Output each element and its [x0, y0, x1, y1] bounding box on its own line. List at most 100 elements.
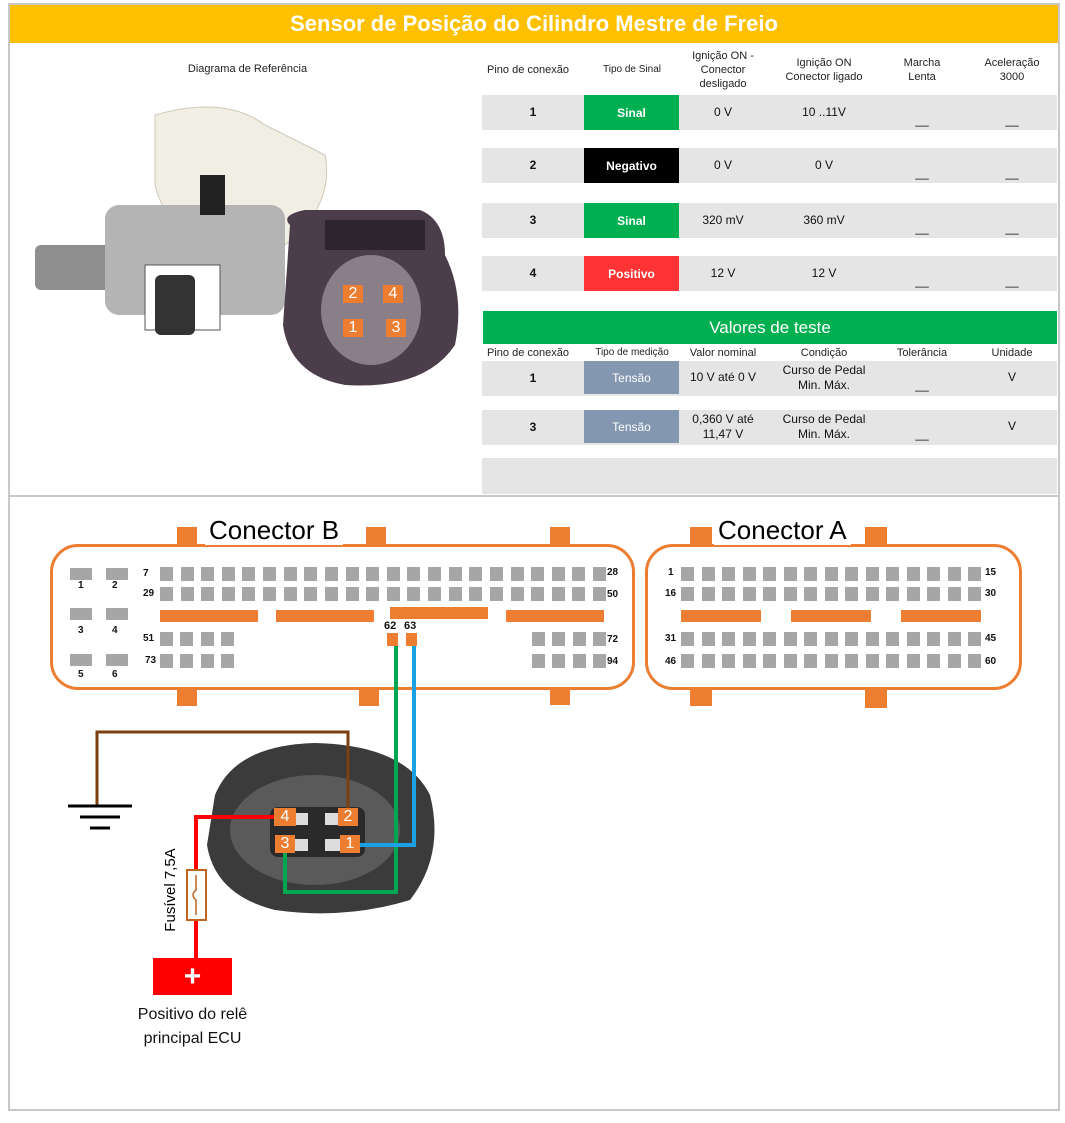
connector-pin [593, 567, 606, 581]
connector-pin [722, 632, 735, 646]
pin-label: 7 [143, 568, 149, 579]
idle-cell: __ [915, 274, 929, 288]
red-wire [194, 815, 274, 870]
connector-pin [824, 587, 838, 601]
connector-pin [804, 587, 817, 601]
connector-tab [690, 686, 712, 706]
col-header: Ignição ON Conector ligado [785, 57, 863, 83]
connector-pin [304, 567, 318, 581]
connector-pin [180, 632, 194, 646]
pin-label: 1 [668, 567, 674, 578]
connector-pin [742, 567, 756, 581]
connector-tab [177, 527, 197, 549]
connector-pin [510, 587, 524, 601]
signal-row [482, 203, 1057, 238]
connector-pin [886, 587, 899, 601]
pin-label: 50 [607, 589, 619, 600]
connector-pin [572, 654, 586, 668]
connector-pin [804, 654, 817, 668]
connector-pin [283, 567, 297, 581]
connector-pin [70, 654, 92, 666]
connector-pin [386, 587, 400, 601]
connector-pin [489, 587, 503, 601]
power-positive-icon: + [153, 958, 232, 995]
col-header: Condição [800, 346, 848, 359]
connector-pin [742, 632, 756, 646]
fuse-label: Fusível 7,5A [162, 848, 179, 932]
connector-pin [160, 567, 173, 581]
col-header: Tolerância [896, 346, 948, 359]
col-header: Tipo de medição [595, 346, 669, 358]
col-header: Unidade [991, 346, 1033, 359]
connector-pin [407, 587, 421, 601]
connector-pin [200, 632, 214, 646]
connector-pin [593, 632, 606, 646]
connector-pin [824, 632, 838, 646]
connector-pin [180, 567, 194, 581]
connector-pin [947, 632, 961, 646]
power-label-line: Positivo do relê [137, 1006, 248, 1023]
connector-pin [701, 587, 715, 601]
pin-cell: 1 [529, 371, 537, 385]
connector-pin [448, 567, 462, 581]
power-label: Positivo do relê principal ECU [100, 1003, 285, 1051]
photo-pin-1: 1 [343, 319, 363, 337]
connector-pin [242, 567, 256, 581]
signal-type-badge: Positivo [584, 256, 679, 291]
sensor-pin-2: 2 [338, 808, 358, 826]
pin-label: 29 [143, 588, 155, 599]
connector-pin [593, 654, 606, 668]
connector-pin [927, 632, 940, 646]
idle-cell: __ [915, 221, 929, 235]
connector-pin [572, 587, 586, 601]
connector-pin [865, 632, 879, 646]
connector-pin [906, 654, 920, 668]
connector-pin [532, 654, 545, 668]
connector-pin [324, 587, 338, 601]
connector-pin [865, 654, 879, 668]
connector-pin [469, 567, 483, 581]
connector-pin [180, 587, 194, 601]
connector-pin [845, 632, 858, 646]
page-title: Sensor de Posição do Cilindro Mestre de … [10, 5, 1058, 43]
connector-pin [221, 654, 234, 668]
nominal-cell: 10 V até 0 V [689, 370, 757, 384]
pin-label: 4 [112, 625, 118, 636]
test-row [482, 410, 1057, 445]
pin-cell: 2 [529, 158, 537, 172]
wiring-panel [8, 495, 1060, 1111]
ign-on-cell: 10 ..11V [802, 105, 846, 119]
connector-pin [551, 567, 565, 581]
pin-label: 73 [145, 655, 157, 666]
connector-pin [824, 567, 838, 581]
connector-pin-62 [387, 633, 398, 646]
idle-cell: __ [915, 113, 929, 127]
connector-pin [824, 654, 838, 668]
pin-label: 60 [985, 656, 997, 667]
connector-pin [469, 587, 483, 601]
connector-pin [242, 587, 256, 601]
signal-row [482, 148, 1057, 183]
connector-b-title: Conector B [205, 515, 344, 545]
green-wire [283, 646, 398, 894]
connector-pin [865, 567, 879, 581]
connector-pin [551, 587, 565, 601]
condition-cell: Curso de Pedal Min. Máx. [782, 362, 866, 392]
connector-pin [681, 587, 694, 601]
connector-tab [550, 686, 570, 705]
pin-label: 94 [607, 656, 619, 667]
connector-pin [531, 587, 545, 601]
connector-tab [177, 686, 197, 706]
signal-type-badge: Sinal [584, 95, 679, 130]
connector-tab [550, 527, 570, 549]
col-header: Aceleração 3000 [984, 57, 1040, 83]
connector-pin [283, 587, 297, 601]
test-row [482, 361, 1057, 396]
accel-cell: __ [1005, 113, 1019, 127]
sensor-pin-3: 3 [275, 835, 295, 853]
empty-row [482, 458, 1057, 494]
connector-pin [106, 608, 128, 620]
connector-pin [927, 654, 940, 668]
connector-pin [722, 567, 735, 581]
ign-off-cell: 0 V [713, 158, 732, 172]
